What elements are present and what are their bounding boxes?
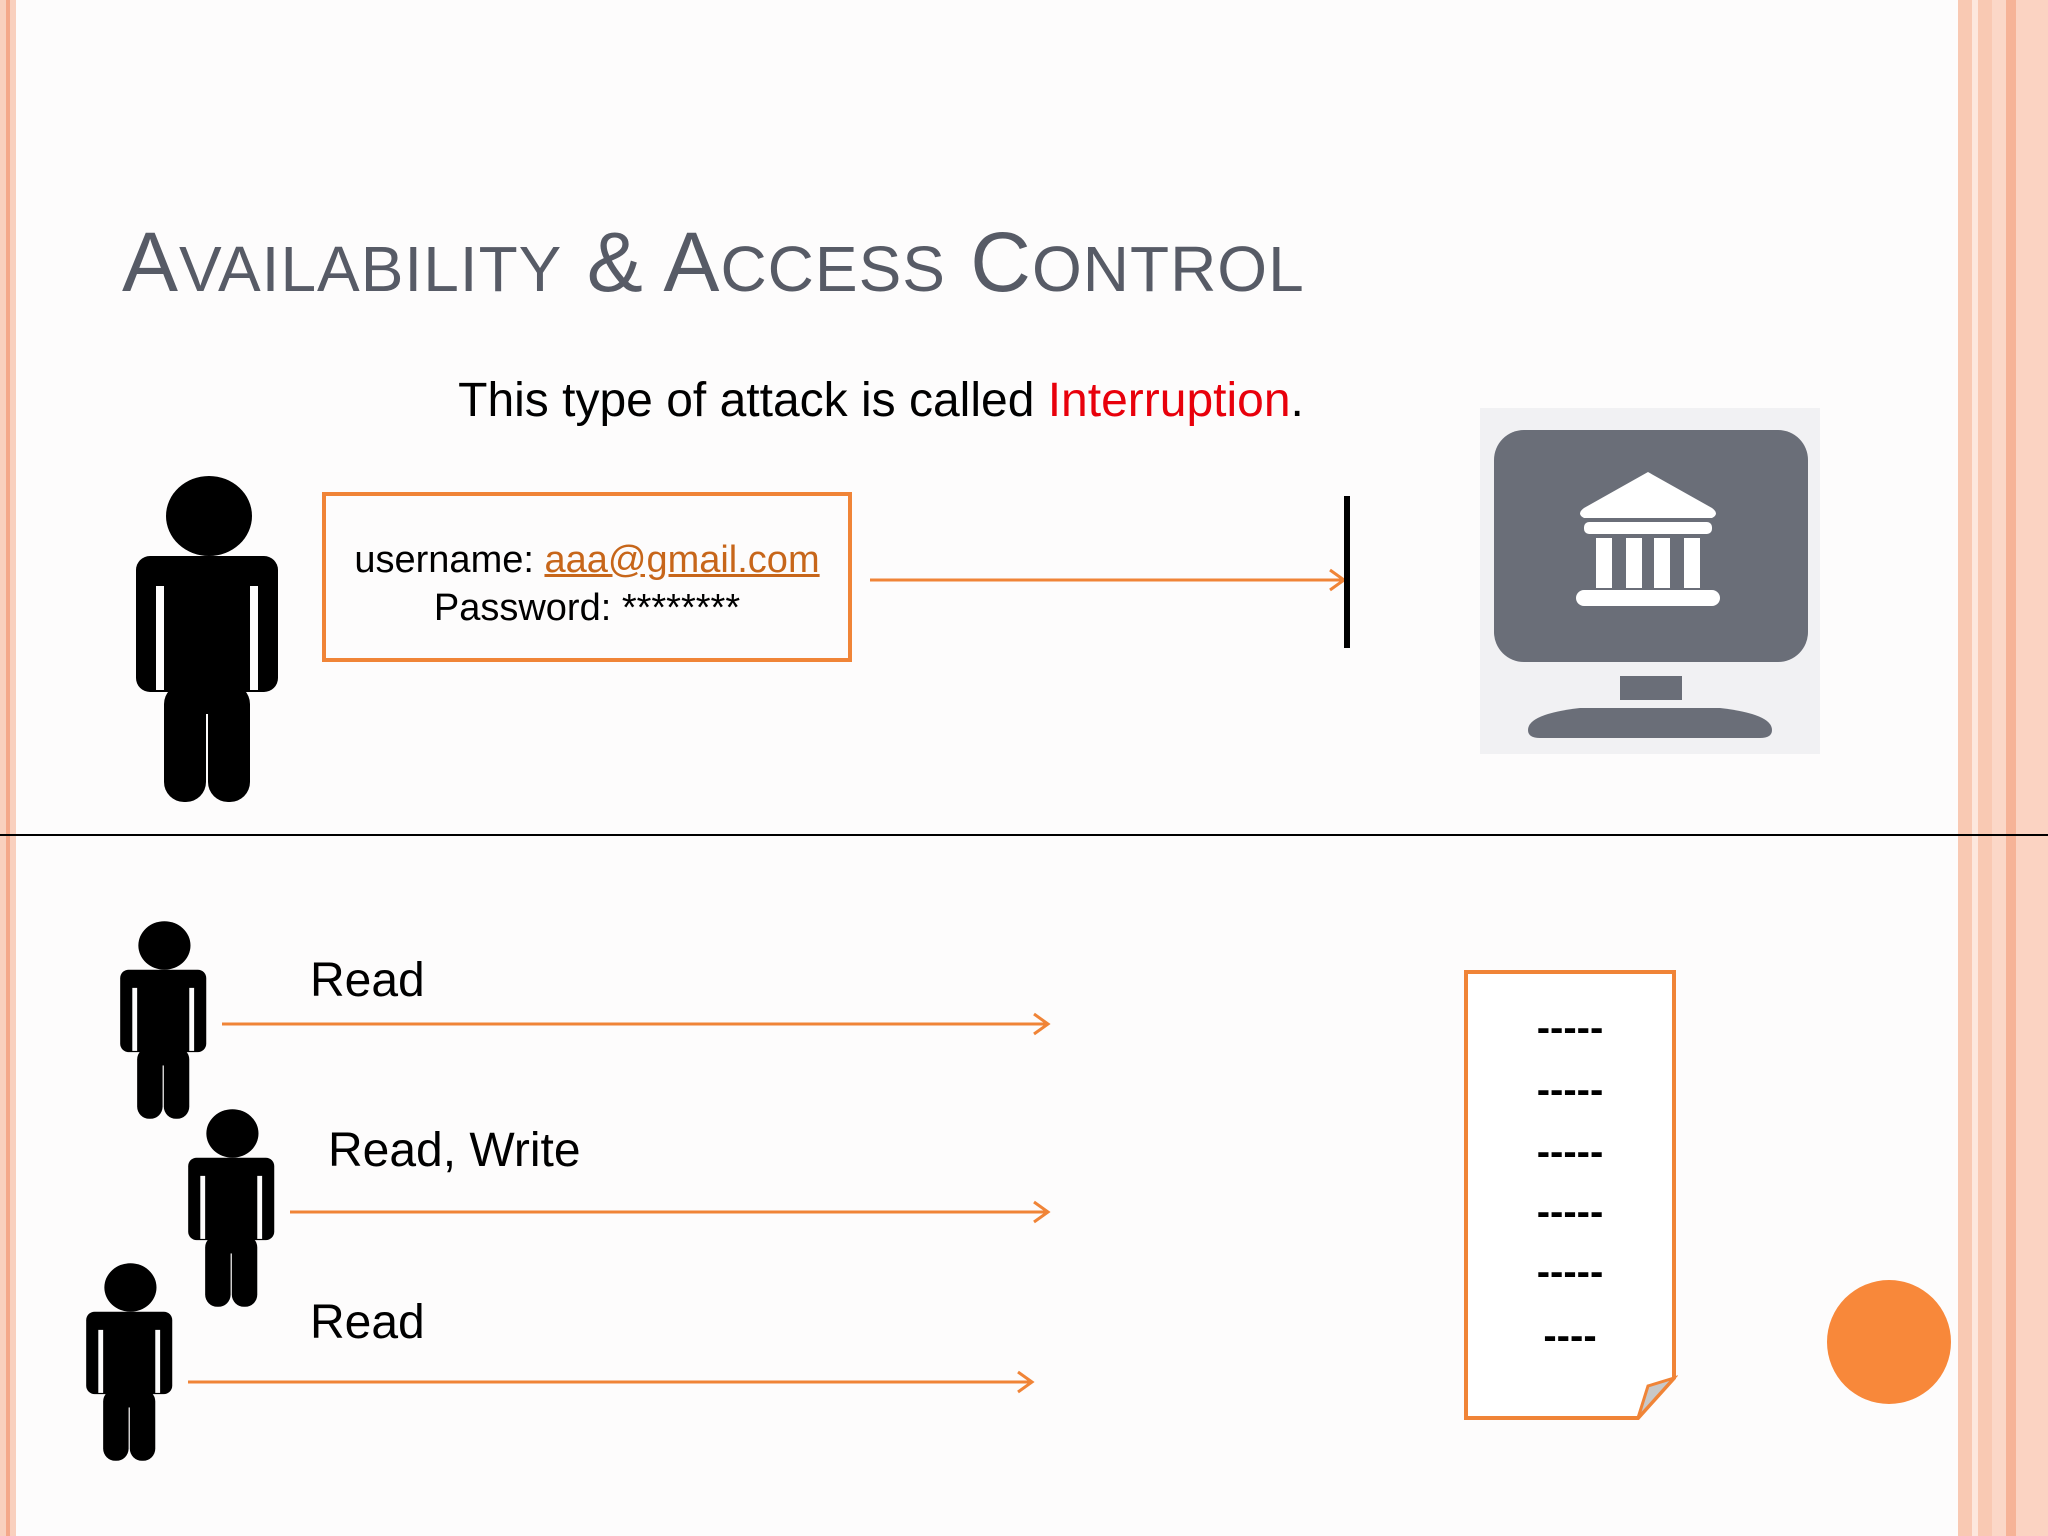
request-arrow: [870, 568, 1347, 592]
access-arrow-2: [290, 1200, 1051, 1224]
barrier-icon: [1344, 496, 1350, 648]
username-line: username: aaa@gmail.com: [354, 539, 820, 581]
username-email-link[interactable]: aaa@gmail.com: [544, 539, 820, 581]
permission-label-1: Read: [310, 954, 425, 1007]
decorative-circle: [1827, 1280, 1951, 1404]
document-line: -----: [1536, 1068, 1604, 1112]
attack-caption: This type of attack is called Interrupti…: [458, 374, 1304, 427]
credentials-box: username: aaa@gmail.com Password: ******…: [322, 492, 852, 662]
password-line: Password: ********: [433, 587, 741, 629]
person-icon: [86, 1263, 173, 1461]
document-line: -----: [1536, 1250, 1604, 1294]
right-stripe-6: [2016, 0, 2048, 1536]
title-word-2: ACCESS: [663, 215, 946, 309]
person-icon: [136, 476, 278, 802]
title-word-3: CONTROL: [970, 215, 1305, 309]
permission-label-2: Read, Write: [328, 1124, 581, 1177]
right-stripe-1: [1958, 0, 1972, 1536]
access-arrow-3: [188, 1370, 1035, 1394]
slide-title: AVAILABILITY & ACCESS CONTROL: [122, 212, 1305, 319]
person-icon: [188, 1109, 275, 1307]
bank-computer-icon: [1480, 408, 1820, 754]
attack-type-highlight: Interruption: [1047, 374, 1291, 427]
document-icon: [1464, 970, 1678, 1420]
right-stripe-5: [2006, 0, 2016, 1536]
right-stripe-3: [1978, 0, 1992, 1536]
document-line: ----: [1543, 1314, 1597, 1358]
permission-label-3: Read: [310, 1296, 425, 1349]
document-line: -----: [1536, 1190, 1604, 1234]
document-line: -----: [1536, 1130, 1604, 1174]
title-ampersand: &: [586, 215, 644, 309]
left-stripe-inner: [6, 0, 10, 1536]
title-word-1: AVAILABILITY: [122, 215, 563, 309]
right-stripe-4: [1992, 0, 2006, 1536]
right-stripe-2: [1972, 0, 1978, 1536]
section-divider: [0, 834, 2048, 836]
person-icon: [120, 921, 207, 1119]
document-line: -----: [1536, 1006, 1604, 1050]
access-arrow-1: [222, 1012, 1051, 1036]
